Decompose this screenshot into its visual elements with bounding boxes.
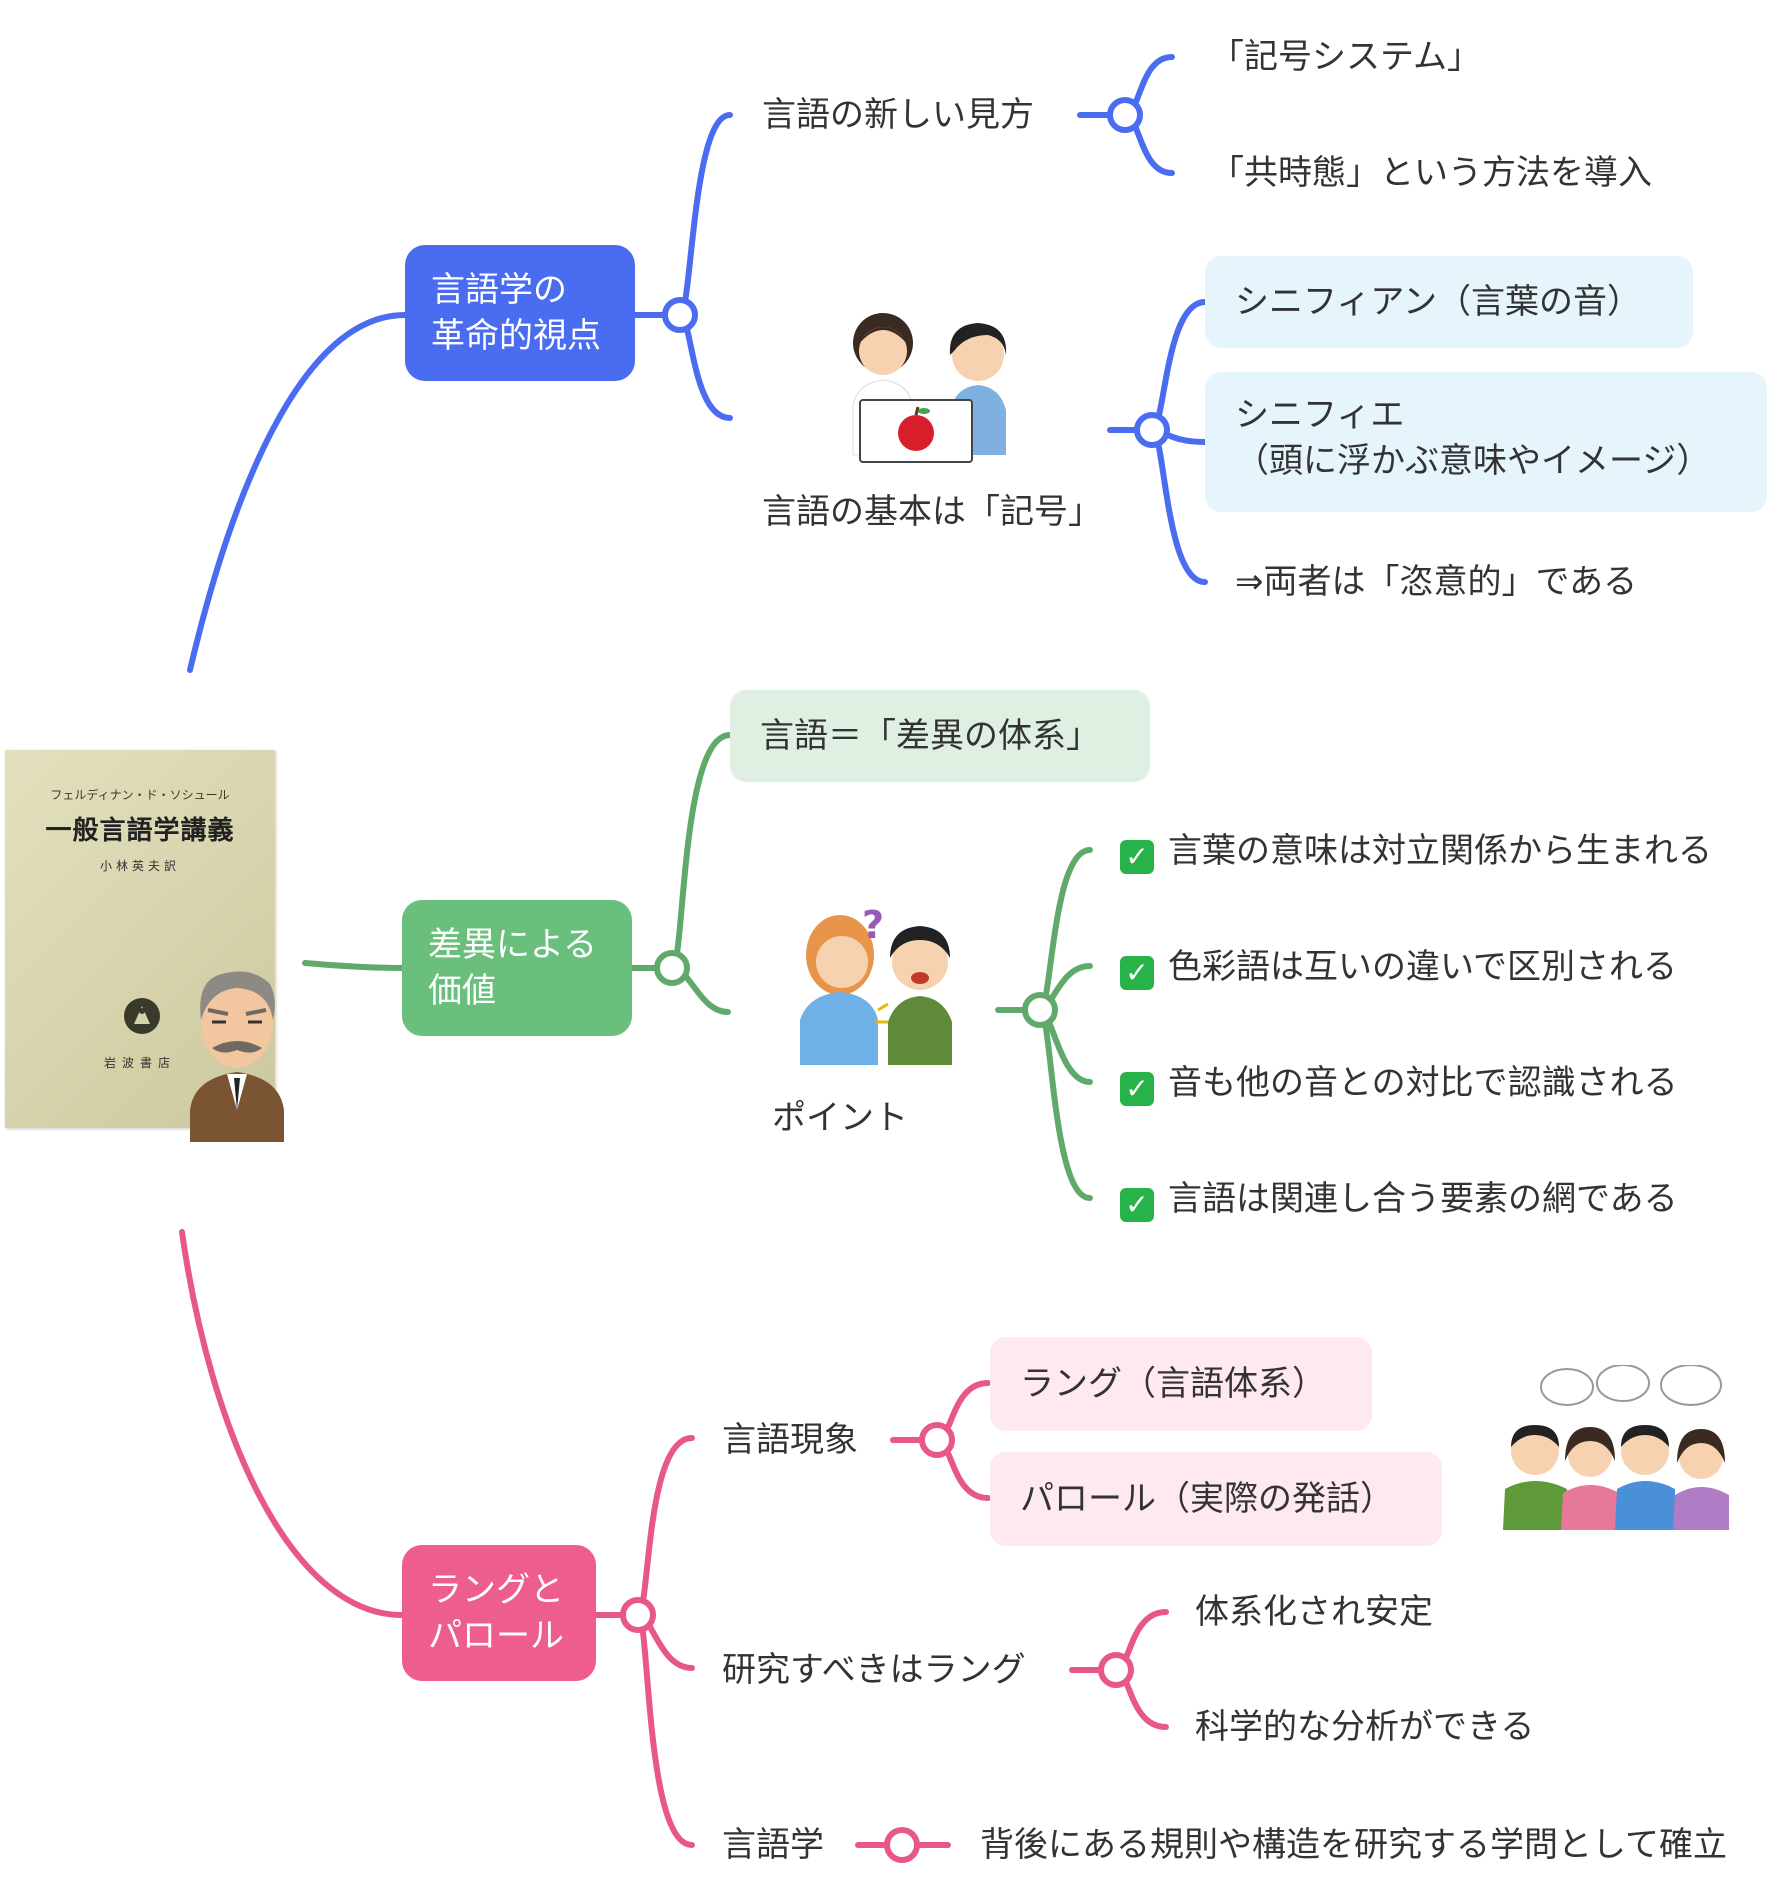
node-point[interactable]: ポイント bbox=[772, 1098, 908, 1138]
book-author: フェルディナン・ド・ソシュール bbox=[50, 788, 230, 802]
node-sign-is-basis[interactable]: 言語の基本は「記号」 bbox=[762, 492, 1102, 532]
junction-point bbox=[1022, 992, 1058, 1028]
junction-pink bbox=[620, 1597, 656, 1633]
connector-sign-leaf3 bbox=[1149, 427, 1208, 585]
connector-blue-child1 bbox=[677, 112, 733, 318]
leaf-signifiant[interactable]: シニフィアン（言葉の音） bbox=[1205, 256, 1693, 348]
apple-card-lesson-icon bbox=[852, 313, 1007, 463]
leaf-point-4-text: 言語は関連し合う要素の網である bbox=[1168, 1179, 1678, 1219]
junction-study bbox=[1098, 1652, 1134, 1688]
leaf-point-2[interactable]: ✓ 色彩語は互いの違いで区別される bbox=[1120, 945, 1677, 990]
leaf-point-1[interactable]: ✓ 言葉の意味は対立関係から生まれる bbox=[1120, 829, 1712, 874]
connector-root-green bbox=[302, 960, 405, 971]
branch-langue-and-parole[interactable]: ラングと パロール bbox=[402, 1545, 596, 1681]
leaf-point-3-text: 音も他の音との対比で認識される bbox=[1168, 1063, 1678, 1103]
saussure-portrait-icon bbox=[190, 971, 284, 1142]
junction-blue bbox=[662, 297, 698, 333]
node-system-of-differences[interactable]: 言語＝「差異の体系」 bbox=[730, 690, 1150, 782]
leaf-systematized-stable[interactable]: 体系化され安定 bbox=[1195, 1592, 1433, 1632]
connector-point-leaf4 bbox=[1037, 1007, 1093, 1201]
branch-label-line2: 革命的視点 bbox=[431, 316, 601, 356]
book-title: 一般言語学講義 bbox=[45, 816, 235, 846]
connector-root-blue bbox=[187, 312, 408, 673]
connector-pink-child1 bbox=[635, 1435, 695, 1618]
check-icon: ✓ bbox=[1120, 956, 1154, 990]
junction-phen bbox=[919, 1422, 955, 1458]
branch-label-line2: 価値 bbox=[428, 971, 496, 1011]
leaf-sign-system[interactable]: 「記号システム」 bbox=[1210, 37, 1481, 77]
leaf-linguistics-established[interactable]: 背後にある規則や構造を研究する学問として確立 bbox=[980, 1825, 1727, 1865]
leaf-signifie-line2: （頭に浮かぶ意味やイメージ） bbox=[1235, 441, 1711, 481]
leaf-point-3[interactable]: ✓ 音も他の音との対比で認識される bbox=[1120, 1061, 1678, 1106]
book-translator: 小林英夫訳 bbox=[99, 859, 180, 873]
leaf-arbitrary[interactable]: ⇒両者は「恣意的」である bbox=[1235, 562, 1638, 602]
node-linguistics[interactable]: 言語学 bbox=[722, 1825, 824, 1865]
branch-value-by-difference[interactable]: 差異による 価値 bbox=[402, 900, 632, 1036]
junction-ling bbox=[884, 1827, 920, 1863]
branch-label-line2: パロール bbox=[428, 1616, 564, 1656]
check-icon: ✓ bbox=[1120, 1072, 1154, 1106]
branch-label-line1: 差異による bbox=[428, 925, 597, 965]
check-icon: ✓ bbox=[1120, 840, 1154, 874]
connector-point-leaf1 bbox=[1037, 847, 1093, 1013]
node-language-phenomena[interactable]: 言語現象 bbox=[722, 1420, 858, 1460]
leaf-point-4[interactable]: ✓ 言語は関連し合う要素の網である bbox=[1120, 1177, 1678, 1222]
leaf-signifie[interactable]: シニフィエ （頭に浮かぶ意味やイメージ） bbox=[1205, 372, 1767, 512]
book-publisher: 岩波書店 bbox=[103, 1056, 176, 1070]
junction-green bbox=[654, 950, 690, 986]
connector-root-pink bbox=[179, 1229, 405, 1618]
leaf-parole[interactable]: パロール（実際の発話） bbox=[990, 1452, 1442, 1546]
leaf-synchrony-method[interactable]: 「共時態」という方法を導入 bbox=[1210, 153, 1652, 193]
confused-people-icon: ? bbox=[800, 903, 952, 1065]
leaf-signifie-line1: シニフィエ bbox=[1235, 395, 1405, 435]
branch-label-line1: ラングと bbox=[428, 1570, 564, 1610]
branch-revolutionary-viewpoint[interactable]: 言語学の 革命的視点 bbox=[405, 245, 635, 381]
connector-sign-leaf1 bbox=[1149, 299, 1208, 433]
connector-green-child1 bbox=[669, 732, 733, 971]
leaf-langue[interactable]: ラング（言語体系） bbox=[990, 1337, 1372, 1431]
node-study-langue[interactable]: 研究すべきはラング bbox=[722, 1650, 1026, 1690]
junction-sign bbox=[1134, 412, 1170, 448]
svg-text:?: ? bbox=[862, 903, 884, 947]
publisher-emblem-icon bbox=[124, 998, 160, 1034]
leaf-point-1-text: 言葉の意味は対立関係から生まれる bbox=[1168, 831, 1712, 871]
chatting-people-icon bbox=[1503, 1365, 1729, 1530]
check-icon: ✓ bbox=[1120, 1188, 1154, 1222]
leaf-scientific-analysis[interactable]: 科学的な分析ができる bbox=[1195, 1707, 1535, 1747]
junction-view bbox=[1107, 97, 1143, 133]
node-new-view-of-language[interactable]: 言語の新しい見方 bbox=[762, 95, 1034, 135]
leaf-point-2-text: 色彩語は互いの違いで区別される bbox=[1168, 947, 1677, 987]
branch-label-line1: 言語学の bbox=[431, 270, 567, 310]
